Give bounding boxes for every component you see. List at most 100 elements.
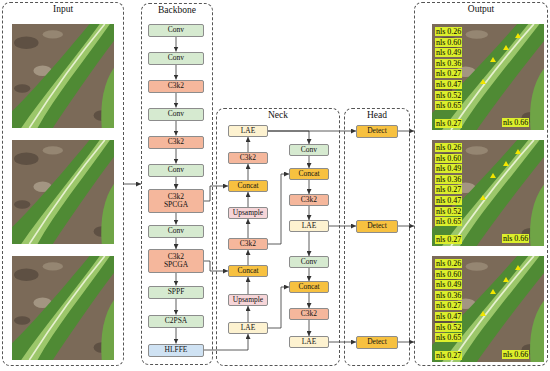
flow-arrow [124,184,141,185]
flow-arrow [176,238,177,250]
block-label: Conv [168,110,184,118]
score-label: nls 0.27 [435,301,462,310]
score-label: nls 0.26 [435,27,462,36]
input-photo [12,256,114,360]
block-label: C3k2 SPCGA [161,253,191,269]
spcga-block: C3k2 SPCGA [148,249,204,273]
lae-block: LAE [228,322,268,334]
block-label: SPPF [168,288,185,296]
flow-arrow [248,219,249,238]
conv-block: Conv [148,52,204,65]
concat-block: Concat [289,168,329,180]
flow-arrow [398,342,414,343]
concat-block: Concat [228,180,268,192]
input-photo [12,24,114,128]
conv-block: Conv [148,164,204,177]
flow-arrow [176,299,177,315]
conv-block: Conv [148,225,204,238]
score-label: nls 0.47 [435,196,462,205]
lae-block: LAE [289,336,329,348]
panel-title: Neck [217,111,339,121]
flow-arrow [398,226,414,227]
flow-arrow [268,131,356,132]
flow-arrow [248,277,249,294]
block-label: LAE [241,324,256,332]
hlffe-block: HLFFE [148,344,204,357]
block-label: Concat [298,283,319,291]
score-label: nls 0.26 [435,143,462,152]
flow-arrow [176,328,177,344]
score-label: nls 0.60 [435,154,462,163]
detect-block: Detect [356,336,398,349]
block-label: C3k2 [168,138,184,146]
conv-block: Conv [289,144,329,156]
block-label: Concat [237,267,258,275]
block-label: C3k2 [301,196,317,204]
flow-arrow [309,180,310,194]
block-label: Conv [301,258,317,266]
flow-arrow [309,232,310,256]
flow-arrow [248,137,249,152]
score-label: nls 0.36 [435,291,462,300]
score-label: nls 0.60 [435,38,462,47]
block-label: HLFFE [165,346,188,354]
flow-arrow [176,37,177,52]
block-label: LAE [241,127,256,135]
block-label: C3k2 [301,310,317,318]
block-label: Conv [168,26,184,34]
conv-block: Conv [148,24,204,37]
upsample-block: Upsample [228,207,268,219]
input-panel: Input [2,2,124,366]
score-label: nls 0.52 [435,91,462,100]
c2psa-block: C2PSA [148,315,204,328]
score-label: nls 0.49 [435,280,462,289]
flow-arrow [176,93,177,108]
block-label: Concat [237,182,258,190]
block-label: Detect [367,338,387,346]
c3k2-block: C3k2 [148,136,204,149]
block-label: C3k2 [240,240,256,248]
panel-title: Output [415,5,547,15]
score-label: nls 0.27 [435,185,462,194]
flow-arrow [329,226,356,227]
detection-markers [480,33,521,316]
block-label: LAE [302,222,317,230]
block-label: Detect [367,222,387,230]
flow-arrow [309,293,310,308]
flow-arrow [309,268,310,281]
block-label: Conv [168,227,184,235]
concat-block: Concat [228,265,268,277]
score-label: nls 0.60 [435,270,462,279]
flow-arrow [268,174,289,244]
score-label: nls 0.27 [435,119,462,128]
sppf-block: SPPF [148,286,204,299]
neck-panel: NeckLAEC3k2ConcatUpsampleC3k2ConcatUpsam… [216,108,340,366]
input-photo [12,140,114,244]
score-label: nls 0.49 [435,48,462,57]
block-label: Conv [301,146,317,154]
flow-arrow [309,320,310,336]
concat-block: Concat [289,281,329,293]
flow-arrow [248,164,249,180]
panel-title: Input [3,5,123,15]
score-label: nls 0.49 [435,164,462,173]
output-photo [432,256,544,362]
head-panel: HeadDetectDetectDetect [344,108,410,366]
score-label: nls 0.47 [435,80,462,89]
output-photo [432,140,544,246]
score-label: nls 0.27 [435,235,462,244]
panel-title: Backbone [142,6,212,16]
flow-arrow [176,213,177,225]
block-label: C3k2 [240,154,256,162]
flow-arrow [268,131,309,144]
flow-arrow [309,206,310,220]
block-label: C2PSA [165,317,188,325]
score-label: nls 0.47 [435,312,462,321]
detect-block: Detect [356,220,398,233]
score-label: nls 0.66 [502,118,529,127]
